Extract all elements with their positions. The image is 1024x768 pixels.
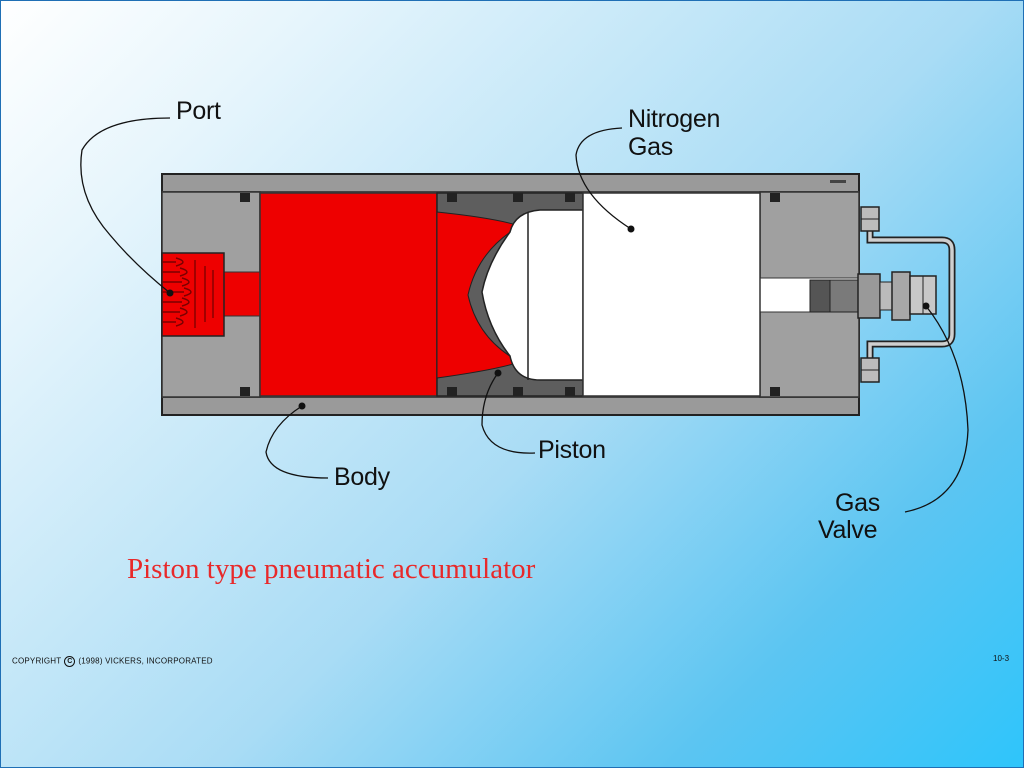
- leader-port: [80, 117, 171, 294]
- label-body: Body: [334, 463, 390, 491]
- page-number: 10-3: [993, 654, 1010, 663]
- copyright-icon: C: [64, 656, 76, 667]
- label-port: Port: [176, 97, 221, 125]
- gas-chamber: [582, 192, 761, 397]
- label-gas-valve-line2: Valve: [818, 516, 878, 544]
- leader-body: [265, 405, 329, 479]
- leader-gas-valve: [904, 305, 969, 513]
- label-gas-valve-line1: Gas: [835, 489, 880, 517]
- leader-nitrogen: [575, 127, 632, 230]
- label-nitrogen-line1: Nitrogen: [628, 105, 721, 133]
- piston: [436, 192, 584, 397]
- copyright-prefix: COPYRIGHT: [12, 656, 62, 666]
- label-nitrogen-line2: Gas: [628, 133, 673, 161]
- leader-piston: [481, 372, 536, 454]
- diagram-caption: Piston type pneumatic accumulator: [127, 553, 536, 585]
- gas-valve: [809, 206, 956, 383]
- port-passage: [221, 271, 263, 317]
- fluid-chamber: [259, 192, 438, 397]
- copyright-suffix: (1998) VICKERS, INCORPORATED: [78, 656, 213, 666]
- label-piston: Piston: [538, 436, 606, 464]
